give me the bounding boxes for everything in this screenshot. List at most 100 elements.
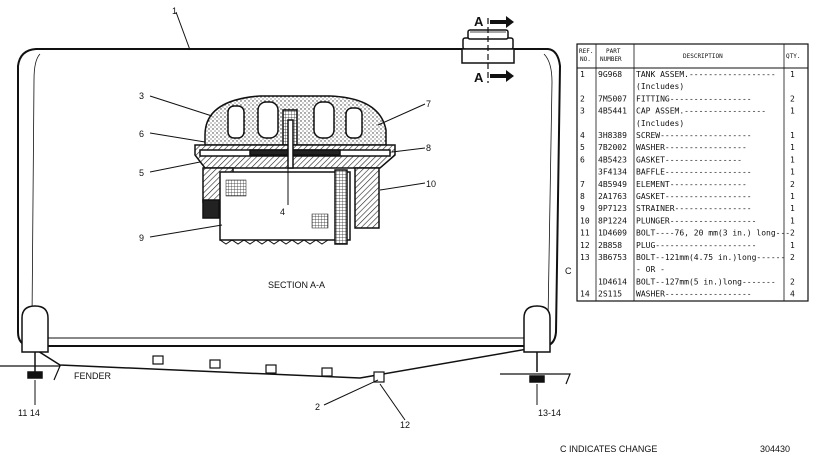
ref-cell: 1 <box>580 70 585 79</box>
callouts: 1 3 6 5 9 4 7 8 10 2 12 11 14 13-14 SECT… <box>18 6 561 430</box>
qty-cell: 1 <box>790 155 795 164</box>
qty-cell: 1 <box>790 192 795 201</box>
description-cell: GASKET------------------ <box>636 192 752 201</box>
change-note: C INDICATES CHANGE <box>560 444 657 454</box>
qty-cell: 1 <box>790 131 795 140</box>
part-number-cell: 3B6753 <box>598 253 627 262</box>
left-mount <box>21 305 49 379</box>
ref-cell: 3 <box>580 107 585 116</box>
ref-cell: 10 <box>580 216 590 225</box>
part-number-cell: 7M5007 <box>598 94 627 103</box>
callout-6: 6 <box>139 129 144 139</box>
drawing-number: 304430 <box>760 444 790 454</box>
qty-cell: 2 <box>790 180 795 189</box>
qty-cell: 2 <box>790 229 795 238</box>
part-number-cell: 2B858 <box>598 241 622 250</box>
description-cell: WASHER------------------ <box>636 290 752 299</box>
part-number-cell: 2A1763 <box>598 192 627 201</box>
description-cell: STRAINER---------------- <box>636 204 752 213</box>
qty-cell: 1 <box>790 204 795 213</box>
ref-cell: 2 <box>580 94 585 103</box>
description-cell: BOLT--127mm(5 in.)long------- <box>636 277 776 286</box>
bottom-bumps <box>152 355 385 383</box>
ref-cell: 12 <box>580 241 590 250</box>
header-number: NUMBER <box>600 56 622 63</box>
part-number-cell: 9G968 <box>598 70 622 79</box>
part-number-cell: 3H8389 <box>598 131 627 140</box>
table-row: 13 3B6753 BOLT--121mm(4.75 in.)long------ 2 <box>580 253 795 262</box>
description-cell: ELEMENT---------------- <box>636 180 747 189</box>
table-row: 14 2S115 WASHER------------------ 4 <box>580 290 795 299</box>
description-cell: BOLT--121mm(4.75 in.)long------ <box>636 253 785 262</box>
description-cell: WASHER----------------- <box>636 143 747 152</box>
cap-section <box>194 95 396 245</box>
callout-4: 4 <box>280 207 285 217</box>
section-label: SECTION A-A <box>268 280 325 290</box>
table-row: 9 9P7123 STRAINER---------------- 1 <box>580 204 795 213</box>
ref-cell: 7 <box>580 180 585 189</box>
section-marker-top: A <box>474 14 484 29</box>
description-cell: SCREW------------------- <box>636 131 752 140</box>
right-mount <box>523 305 551 383</box>
qty-cell: 1 <box>790 70 795 79</box>
callout-11-14: 11 14 <box>18 408 40 418</box>
table-rows: 1 9G968 TANK ASSEM.------------------ 1 (Inc… <box>580 70 795 299</box>
description-cell: FITTING----------------- <box>636 94 752 103</box>
callout-7: 7 <box>426 99 431 109</box>
description-cell: TANK ASSEM.------------------ <box>636 70 776 79</box>
qty-cell: 2 <box>790 94 795 103</box>
part-number-cell: 2S115 <box>598 290 622 299</box>
part-number-cell: 1D4614 <box>598 277 627 286</box>
ref-cell: 9 <box>580 204 585 213</box>
callout-1: 1 <box>172 6 177 16</box>
callout-3: 3 <box>139 91 144 101</box>
table-row: 1D4614 BOLT--127mm(5 in.)long------- 2 <box>598 277 795 286</box>
part-number-cell: 3F4134 <box>598 168 627 177</box>
header-qty: QTY. <box>786 53 800 60</box>
ref-cell: 14 <box>580 290 590 299</box>
table-row: 1 9G968 TANK ASSEM.------------------ 1 <box>580 70 795 79</box>
qty-cell: 4 <box>790 290 795 299</box>
description-cell: PLUNGER------------------ <box>636 216 756 225</box>
ref-cell: 13 <box>580 253 590 262</box>
description-cell: GASKET---------------- <box>636 155 742 164</box>
table-row: 2 7M5007 FITTING----------------- 2 <box>580 94 795 103</box>
table-row: 11 1D4609 BOLT----76, 20 mm(3 in.) long---… <box>580 229 795 238</box>
qty-cell: 1 <box>790 168 795 177</box>
ref-cell: 6 <box>580 155 585 164</box>
qty-cell: 2 <box>790 277 795 286</box>
fender-label: FENDER <box>74 371 112 381</box>
callout-2: 2 <box>315 402 320 412</box>
callout-13-14: 13-14 <box>538 408 561 418</box>
ref-cell: 8 <box>580 192 585 201</box>
callout-9: 9 <box>139 233 144 243</box>
callout-8: 8 <box>426 143 431 153</box>
change-marker: C <box>565 266 572 276</box>
callout-5: 5 <box>139 168 144 178</box>
callout-12: 12 <box>400 420 410 430</box>
table-row: (Includes) <box>636 82 684 91</box>
description-cell: CAP ASSEM.----------------- <box>636 107 766 116</box>
header-ref: REF. <box>579 48 593 55</box>
header-no: NO. <box>580 56 591 63</box>
fender <box>0 365 571 385</box>
description-cell: PLUG--------------------- <box>636 241 756 250</box>
part-number-cell: 1D4609 <box>598 229 627 238</box>
qty-cell: 2 <box>790 253 795 262</box>
part-number-cell: 9P7123 <box>598 204 627 213</box>
part-number-cell: 4B5441 <box>598 107 627 116</box>
description-cell: BOLT----76, 20 mm(3 in.) long--- <box>636 229 790 238</box>
section-marker-bottom: A <box>474 70 484 85</box>
table-row: 8 2A1763 GASKET------------------ 1 <box>580 192 795 201</box>
ref-cell: 11 <box>580 229 590 238</box>
